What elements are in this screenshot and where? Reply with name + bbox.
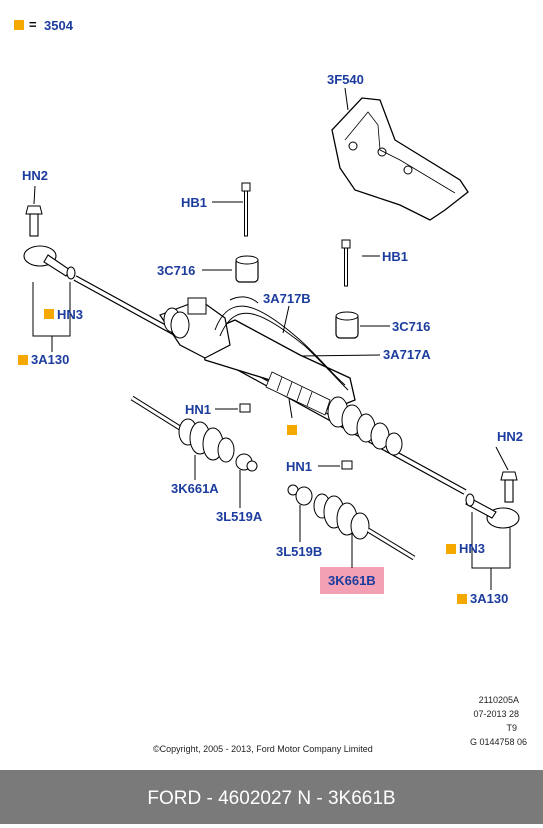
label-3k661a: 3K661A: [171, 481, 219, 496]
label-3a717a: 3A717A: [383, 347, 431, 362]
marker-3a130-right-icon: [457, 594, 467, 604]
label-hb1-top: HB1: [181, 195, 208, 210]
marker-gear-icon: [287, 425, 297, 435]
copyright-text: ©Copyright, 2005 - 2013, Ford Motor Comp…: [153, 744, 373, 754]
label-3c716-left: 3C716: [157, 263, 196, 278]
legend-equals: =: [29, 17, 37, 32]
meta-line-4: G 0144758 06: [469, 737, 527, 747]
label-3f540: 3F540: [327, 72, 364, 87]
label-hn2-right: HN2: [497, 429, 524, 444]
meta-line-1: 2110205A: [478, 695, 519, 705]
legend-value: 3504: [44, 18, 73, 33]
marker-hn3-left-icon: [44, 309, 54, 319]
label-3a717b: 3A717B: [263, 291, 311, 306]
label-hb1-right: HB1: [382, 249, 409, 264]
steering-gear-diagram: [23, 87, 520, 590]
legend-marker-icon: [14, 20, 24, 30]
meta-line-3: T9: [506, 723, 517, 733]
label-3l519b: 3L519B: [276, 544, 323, 559]
meta-line-2: 07-2013 28: [473, 709, 519, 719]
label-3c716-right: 3C716: [392, 319, 431, 334]
label-hn1-left: HN1: [185, 402, 212, 417]
label-3a130-right: 3A130: [470, 591, 509, 606]
label-hn2-left: HN2: [22, 168, 49, 183]
label-3k661b: 3K661B: [328, 573, 376, 588]
label-hn3-right: HN3: [459, 541, 486, 556]
label-hn3-left: HN3: [57, 307, 84, 322]
marker-hn3-right-icon: [446, 544, 456, 554]
label-3a130-left: 3A130: [31, 352, 70, 367]
footer-bar: FORD - 4602027 N - 3K661B: [0, 770, 543, 824]
selected-part-highlight: [320, 567, 384, 594]
label-hn1-mid: HN1: [286, 459, 313, 474]
marker-3a130-left-icon: [18, 355, 28, 365]
label-3l519a: 3L519A: [216, 509, 263, 524]
